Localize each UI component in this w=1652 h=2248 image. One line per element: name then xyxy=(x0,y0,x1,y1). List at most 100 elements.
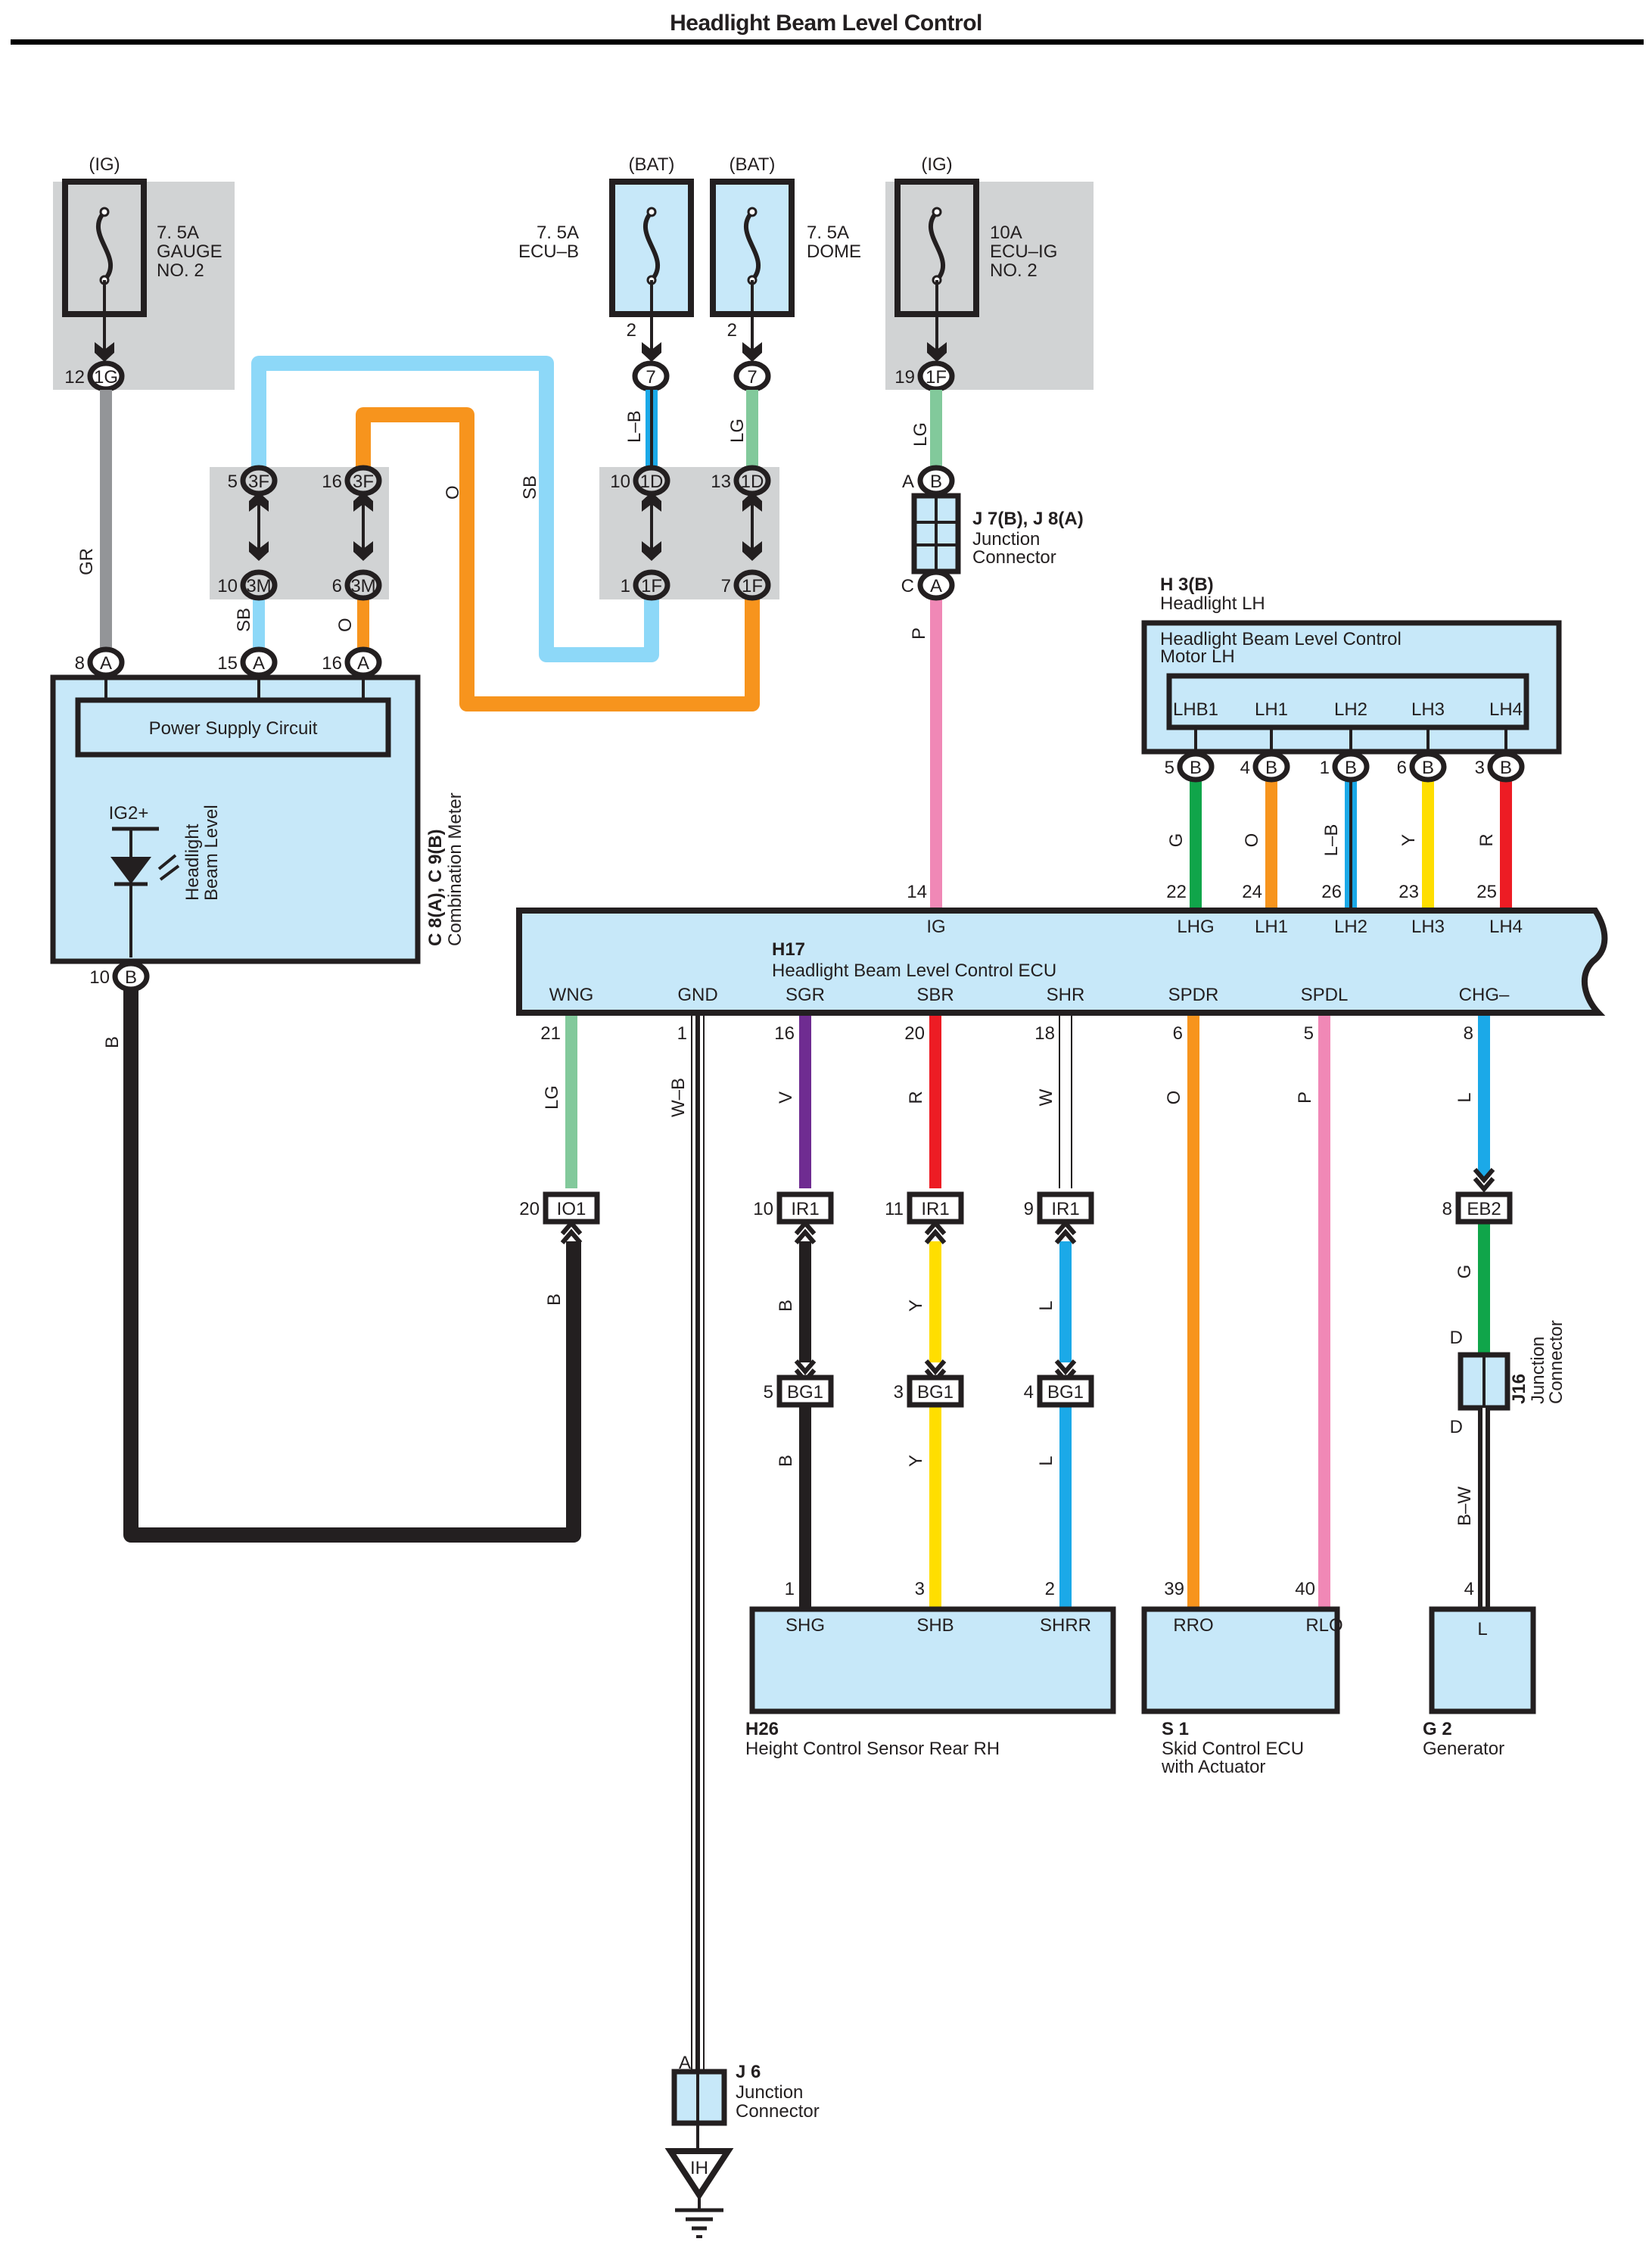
connector-oval xyxy=(917,569,955,601)
ecu-bottom-terminal-name: WNG xyxy=(549,985,594,1005)
connector-j7-top[interactable]: B xyxy=(917,465,955,497)
pin-number: 20 xyxy=(519,1199,540,1219)
pin-number: 4 xyxy=(1240,758,1250,778)
connector-oval xyxy=(87,646,125,678)
chevron-icon xyxy=(924,1359,947,1375)
connector-code: 3M xyxy=(350,576,375,596)
fuse-label: ECU–B xyxy=(518,241,579,262)
connector-meter-8[interactable]: A8 xyxy=(75,646,125,678)
pin-number: 22 xyxy=(1166,882,1187,902)
connector-ecub[interactable]: 7 xyxy=(632,360,670,392)
connector-code: B xyxy=(1500,758,1512,778)
fuse-terminal xyxy=(747,207,758,217)
connector-lh-5[interactable]: B5 xyxy=(1165,751,1215,783)
pin-number: 3 xyxy=(1475,758,1485,778)
connector-code: 1D xyxy=(741,472,764,492)
connector-3M[interactable]: 3M6 xyxy=(332,569,382,601)
arrow-up-icon xyxy=(742,492,762,512)
pin-number: 39 xyxy=(1164,1579,1184,1599)
pin-number: 1 xyxy=(621,576,630,596)
headlight-lh-code: H 3(B) xyxy=(1160,574,1214,595)
wire-sb-loop[interactable] xyxy=(251,356,659,662)
connector-lh-3[interactable]: B3 xyxy=(1475,751,1525,783)
fuse-element xyxy=(642,210,661,282)
connector-oval xyxy=(240,646,278,678)
connector-code: A xyxy=(930,576,942,596)
connector-meter-10[interactable]: B10 xyxy=(89,961,150,992)
junction-j16-name: Junction xyxy=(1528,1337,1548,1404)
arrow-down-icon xyxy=(742,541,762,561)
wire-color-label: L xyxy=(1454,1092,1475,1102)
chevron-up-icon xyxy=(794,1219,817,1244)
pin-number: 8 xyxy=(1464,1023,1473,1044)
chevron-icon xyxy=(1473,1168,1495,1184)
motor-terminal-block xyxy=(1166,673,1529,730)
pin-number: 5 xyxy=(1304,1023,1314,1044)
pin-number: 5 xyxy=(228,472,238,492)
sensor-terminal-name: SHG xyxy=(786,1615,825,1636)
wire-color-label: O xyxy=(335,618,356,632)
fuse-source-label: (IG) xyxy=(89,154,120,175)
connector-meter-16[interactable]: A16 xyxy=(322,646,382,678)
connector-j7-bottom[interactable]: A xyxy=(917,569,955,601)
skid-ecu-code: S 1 xyxy=(1162,1719,1189,1739)
wire-color-label: O xyxy=(1242,833,1262,848)
connector-1F[interactable]: 1F1 xyxy=(621,569,670,601)
chevron-icon xyxy=(560,1228,583,1244)
pin-letter: A xyxy=(679,2053,691,2073)
connector-code: 3F xyxy=(353,472,374,492)
pin-number: 20 xyxy=(904,1023,925,1044)
connector-lh-1[interactable]: B1 xyxy=(1320,751,1370,783)
connector-lh-6[interactable]: B6 xyxy=(1397,751,1447,783)
ecu-code: H17 xyxy=(772,939,805,960)
connector-oval xyxy=(87,360,125,392)
pin-number: 16 xyxy=(774,1023,795,1044)
wire-color-label: LG xyxy=(542,1085,562,1110)
connector-oval xyxy=(633,465,670,497)
connector-meter-15[interactable]: A15 xyxy=(217,646,278,678)
pin-number: 8 xyxy=(1442,1199,1452,1219)
led-icon xyxy=(110,857,151,884)
wire-b-meter-io1[interactable] xyxy=(123,989,581,1543)
connector-code: B xyxy=(125,967,137,988)
ecu-top-terminal-name: LH2 xyxy=(1334,917,1367,937)
connector-oval xyxy=(1332,751,1370,783)
pin-number: 2 xyxy=(627,320,636,341)
sensor-terminal-name: SHB xyxy=(916,1615,954,1636)
connector-oval xyxy=(632,360,670,392)
wire-color-label: SB xyxy=(520,475,540,500)
ground-point-icon xyxy=(664,2148,734,2201)
pin-number: 24 xyxy=(1242,882,1262,902)
connector-code: 7 xyxy=(646,367,655,388)
connector-code: IR1 xyxy=(921,1199,949,1219)
connector-box xyxy=(907,1191,964,1225)
ecu-top-terminal-name: LH1 xyxy=(1255,917,1288,937)
connector-3F[interactable]: 3F5 xyxy=(228,465,278,497)
connector-1F[interactable]: 1F7 xyxy=(721,569,771,601)
arrow-down-icon xyxy=(742,342,762,362)
ecu-bottom-terminal-name: SPDL xyxy=(1301,985,1349,1005)
ecu-top-terminal-name: LH4 xyxy=(1489,917,1523,937)
motor-terminal-name: LH4 xyxy=(1489,699,1523,720)
arrow-up-icon xyxy=(249,492,269,512)
connector-box xyxy=(543,1191,600,1225)
wire-color-label: SB xyxy=(234,608,254,632)
connector-lh-4[interactable]: B4 xyxy=(1240,751,1290,783)
wire-o-loop[interactable] xyxy=(356,407,760,711)
fuse-label: ECU–IG xyxy=(990,241,1057,262)
connector-dome[interactable]: 7 xyxy=(733,360,771,392)
